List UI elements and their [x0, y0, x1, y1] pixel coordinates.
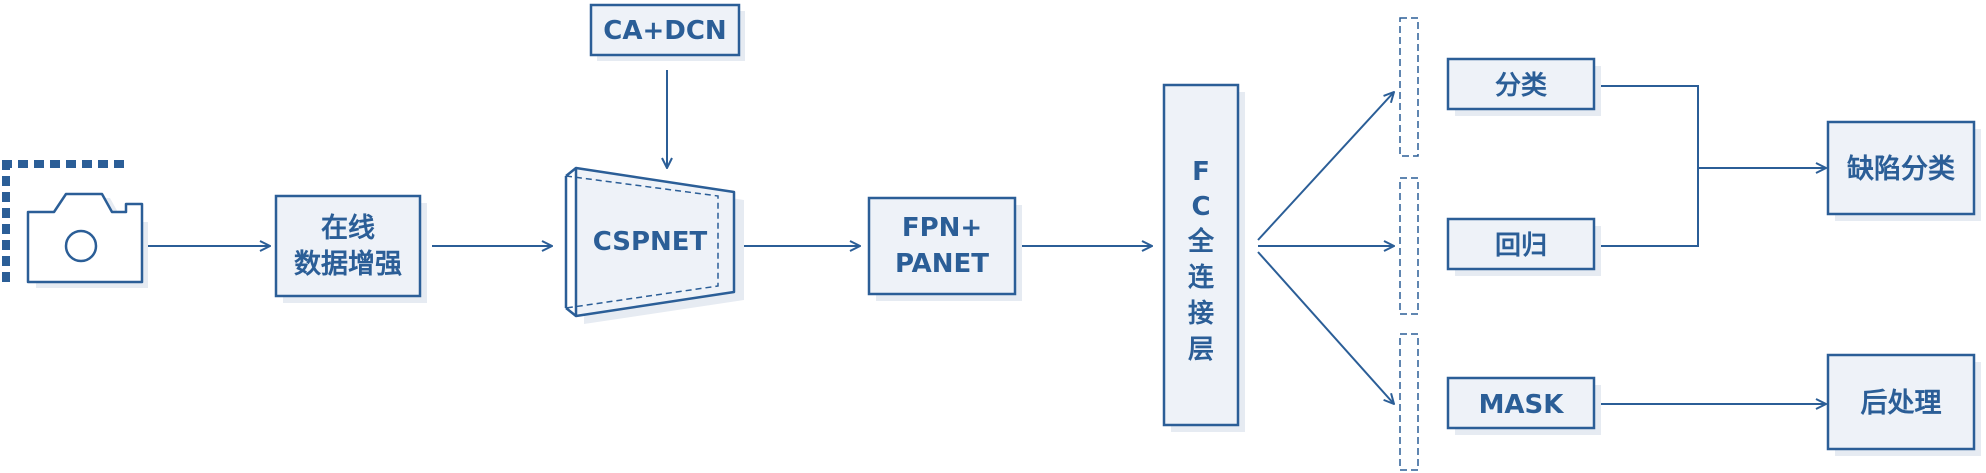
- classify-box: 分类: [1446, 57, 1601, 116]
- camera-icon: [2, 160, 148, 288]
- connectors: [148, 70, 1826, 404]
- fc-label-line4: 连: [1188, 263, 1215, 293]
- classify-label: 分类: [1495, 71, 1547, 101]
- line-classify-merge: [1597, 85, 1699, 247]
- mask-label: MASK: [1479, 390, 1565, 420]
- attention-box: CA+DCN: [589, 3, 745, 61]
- post-label: 后处理: [1861, 388, 1942, 419]
- fc-label-line3: 全: [1187, 226, 1215, 257]
- defect-box: 缺陷分类: [1826, 120, 1981, 221]
- fc-label-line6: 层: [1188, 335, 1214, 365]
- neck-box: FPN+ PANET: [867, 196, 1022, 301]
- post-box: 后处理: [1826, 353, 1981, 456]
- fc-label-line5: 接: [1188, 299, 1214, 329]
- backbone-label: CSPNET: [593, 227, 708, 257]
- backbone-block: CSPNET: [564, 166, 744, 324]
- regress-box: 回归: [1446, 217, 1601, 276]
- augment-box: 在线 数据增强: [274, 194, 427, 303]
- defect-label: 缺陷分类: [1847, 154, 1955, 185]
- arrow-fc-to-mask: [1257, 251, 1394, 404]
- augment-label-line1: 在线: [321, 213, 375, 244]
- mask-box: MASK: [1446, 376, 1601, 435]
- fc-layer-box: F C 全 连 接 层: [1162, 83, 1245, 432]
- strip-bottom: [1399, 333, 1419, 471]
- neck-label-line1: FPN+: [902, 213, 982, 243]
- fc-label-line1: F: [1192, 157, 1210, 187]
- fc-label-line2: C: [1191, 192, 1210, 222]
- regress-label: 回归: [1495, 231, 1547, 261]
- neck-label-line2: PANET: [895, 249, 989, 279]
- arrow-fc-to-classify: [1257, 92, 1394, 241]
- attention-label: CA+DCN: [603, 16, 726, 46]
- output-strips: [1399, 17, 1419, 471]
- strip-top: [1399, 17, 1419, 157]
- augment-label-line2: 数据增强: [294, 248, 402, 280]
- strip-middle: [1399, 177, 1419, 315]
